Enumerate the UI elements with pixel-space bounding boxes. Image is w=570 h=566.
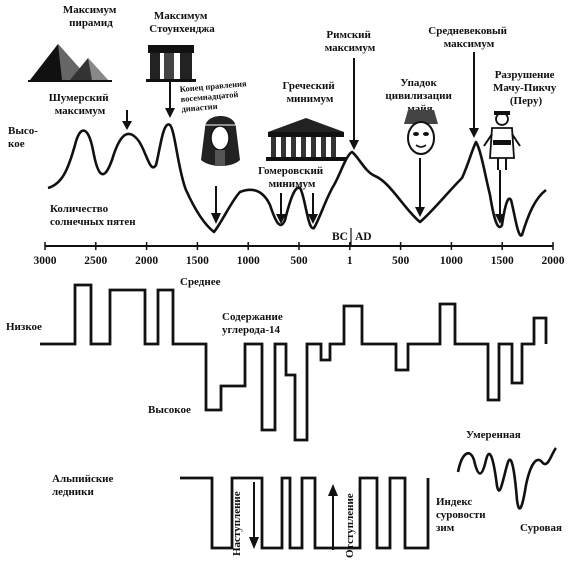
pharaoh-mask-icon (201, 116, 240, 166)
maya-decline-label: Упадок цивилизации майя (385, 77, 454, 115)
severe-label: Суровая (520, 522, 562, 534)
winter-severity-label: Индекс суровости зим (436, 496, 488, 534)
sunspot-curve (47, 123, 547, 237)
max-pyramids-label: Максимум пирамид (63, 4, 119, 29)
axis-tick-label: 2000 (542, 255, 565, 267)
alpine-glaciers-label: Альпийские ледники (52, 473, 116, 498)
axis-tick-label: 2000 (135, 255, 158, 267)
axis-tick-label: 1500 (186, 255, 209, 267)
winter-severity-curve (456, 447, 558, 510)
high-label-top: Высо- кое (8, 125, 41, 150)
inca-figure-icon (483, 111, 521, 170)
ad-label: AD (355, 231, 372, 243)
machu-picchu-label: Разрушение Мачу-Пикчу (Перу) (493, 69, 559, 107)
carbon14-label: Содержание углерода-14 (222, 311, 285, 336)
max-stonehenge-label: Максимум Стоунхенджа (149, 10, 215, 35)
moderate-label: Умеренная (466, 429, 521, 441)
average-label: Среднее (180, 276, 221, 288)
glacier-step-line (180, 476, 430, 550)
low-label: Низкое (6, 321, 42, 333)
axis-tick-label: 1 (347, 255, 353, 267)
carbon14-step-line (40, 283, 548, 442)
top-arrows (122, 52, 505, 224)
sunspots-label: Количество солнечных пятен (50, 203, 136, 228)
stonehenge-icon (146, 45, 196, 82)
pyramids-icon (28, 44, 112, 82)
axis-tick-label: 2500 (84, 255, 107, 267)
axis-tick-label: 3000 (34, 255, 57, 267)
axis-tick-label: 1000 (440, 255, 463, 267)
maya-head-icon (404, 110, 438, 155)
advance-arrow (249, 482, 259, 549)
roman-max-label: Римский максимум (325, 29, 376, 54)
end-dynasty-label: Конец правления восемнадцатой династии (179, 78, 250, 114)
retreat-label: Отступление (344, 493, 356, 558)
bc-label: BC (332, 231, 348, 243)
homeric-min-label: Гомеровский минимум (258, 165, 326, 190)
greek-min-label: Греческий минимум (283, 80, 338, 105)
advance-label: Наступление (231, 491, 243, 556)
parthenon-icon (266, 118, 346, 161)
axis-tick-label: 1500 (491, 255, 514, 267)
retreat-arrow (328, 484, 338, 550)
sumerian-max-label: Шумерский максимум (49, 92, 112, 117)
axis-tick-label: 500 (392, 255, 410, 267)
high-label-middle: Высокое (148, 404, 191, 416)
axis-tick-label: 500 (290, 255, 308, 267)
axis-tick-label: 1000 (237, 255, 260, 267)
medieval-max-label: Средневековый максимум (428, 25, 509, 50)
